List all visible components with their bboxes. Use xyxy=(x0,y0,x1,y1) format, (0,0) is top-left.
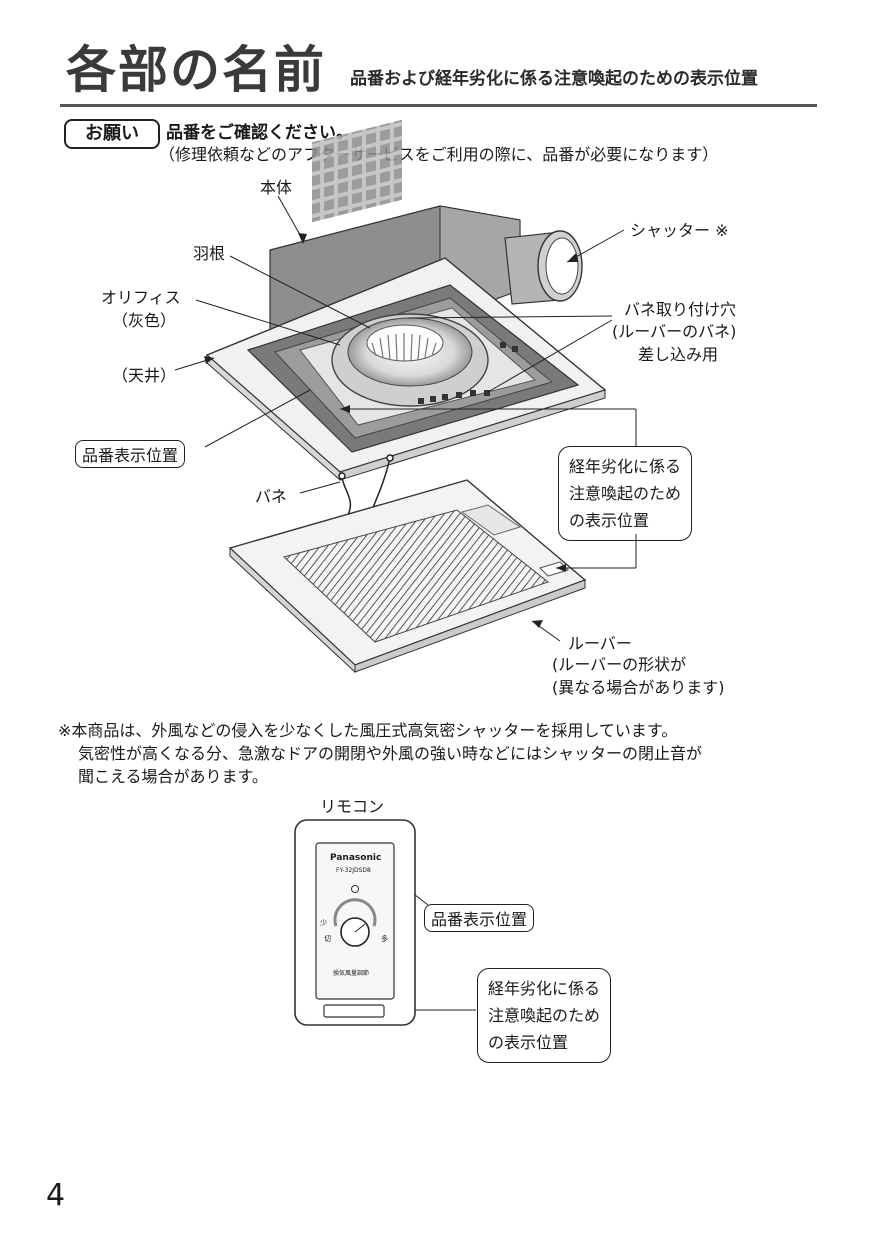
dial-off-label: 切 xyxy=(324,935,331,943)
louver xyxy=(228,479,587,674)
remote-model-position: 品番表示位置 xyxy=(424,904,535,932)
remote-model: FY-32JDSD8 xyxy=(336,867,371,874)
spring-holes xyxy=(418,342,518,404)
remote-title: リモコン xyxy=(320,797,385,816)
shutter-duct xyxy=(504,230,583,305)
label-louver-note1: (ルーバーの形状が xyxy=(552,655,687,674)
label-louver: ルーバー xyxy=(568,634,632,653)
shutter-note: ※本商品は、外風などの侵入を少なくした風圧式高気密シャッターを採用しています。 … xyxy=(58,721,703,786)
remote-control xyxy=(294,819,416,1026)
label-spring-hole-line1: (ルーバーのバネ) xyxy=(612,322,737,341)
dial-scale xyxy=(333,898,377,927)
remote-brand: Panasonic xyxy=(330,853,382,863)
title-divider xyxy=(60,104,817,107)
label-shutter: シャッター ※ xyxy=(630,221,729,240)
label-spring-hole-line2: 差し込み用 xyxy=(638,345,719,364)
request-text: （修理依頼などのアフターサービスをご利用の際に、品番が必要になります） xyxy=(159,145,719,164)
remote-panel-label: 換気風量調節 xyxy=(333,970,370,977)
label-model-position: 品番表示位置 xyxy=(75,440,186,468)
label-louver-note2: (異なる場合があります) xyxy=(552,678,725,697)
page-subtitle: 品番および経年劣化に係る注意喚起のための表示位置 xyxy=(350,69,758,89)
label-spring-hole-title: バネ取り付け穴 xyxy=(624,300,737,319)
label-orifice: オリフィス xyxy=(101,288,181,307)
request-title: 品番をご確認ください。 xyxy=(166,123,353,143)
dial-high-label: 多 xyxy=(381,935,388,943)
remote-caution-position: 経年劣化に係る 注意喚起のため の表示位置 xyxy=(477,968,612,1063)
label-caution-position: 経年劣化に係る 注意喚起のため の表示位置 xyxy=(558,446,693,541)
label-ceiling: （天井） xyxy=(112,366,177,385)
label-spring: バネ xyxy=(255,487,288,506)
label-orifice-color: （灰色） xyxy=(112,311,177,330)
page-title: 各部の名前 xyxy=(66,41,326,99)
dial-low-label: 少 xyxy=(320,919,327,927)
leader-lines xyxy=(174,195,637,1011)
page-number: 4 xyxy=(46,1178,66,1213)
label-body: 本体 xyxy=(260,178,293,197)
fan-blade xyxy=(331,313,489,407)
request-badge: お願い xyxy=(64,119,160,149)
label-blade: 羽根 xyxy=(193,244,226,263)
